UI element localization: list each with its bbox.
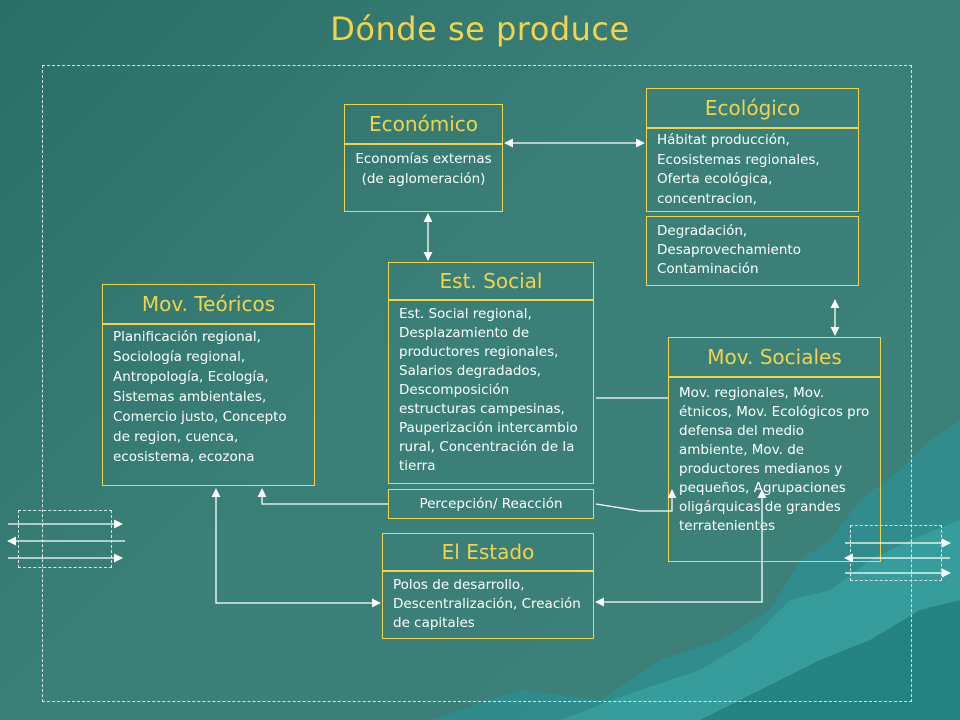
economico-header: Económico [344, 104, 503, 144]
left-side-square [18, 510, 112, 568]
ecologico-box: Hábitat producción, Ecosistemas regional… [646, 128, 859, 212]
est-social-title: Est. Social [439, 269, 543, 293]
est-social-box: Est. Social regional, Desplazamiento de … [388, 300, 594, 484]
ecologico-header: Ecológico [646, 88, 859, 128]
mov-teoricos-title: Mov. Teóricos [141, 292, 276, 316]
economico-box: Economías externas (de aglomeración) [344, 144, 503, 212]
estado-box: Polos de desarrollo, Descentralización, … [382, 571, 594, 639]
ecologico-title: Ecológico [704, 96, 801, 120]
mov-teoricos-box: Planificación regional, Sociología regio… [102, 324, 315, 486]
mov-sociales-text: Mov. regionales, Mov. étnicos, Mov. Ecol… [679, 385, 870, 534]
mov-sociales-title: Mov. Sociales [707, 345, 842, 369]
est-social-text: Est. Social regional, Desplazamiento de … [399, 306, 578, 474]
economico-title: Económico [368, 112, 479, 136]
mov-teoricos-header: Mov. Teóricos [102, 284, 315, 324]
estado-text: Polos de desarrollo, Descentralización, … [393, 577, 581, 631]
ecologico-box-2: Degradación, Desaprovechamiento Contamin… [646, 216, 859, 286]
estado-title: El Estado [441, 540, 535, 564]
page-title: Dónde se produce [330, 10, 630, 48]
ecologico-text-2: Degradación, Desaprovechamiento Contamin… [657, 223, 801, 277]
economico-text: Economías externas (de aglomeración) [355, 151, 492, 187]
mov-sociales-box: Mov. regionales, Mov. étnicos, Mov. Ecol… [668, 377, 881, 562]
percepcion-box: Percepción/ Reacción [388, 489, 594, 519]
ecologico-text: Hábitat producción, Ecosistemas regional… [657, 132, 820, 207]
percepcion-text: Percepción/ Reacción [419, 496, 563, 512]
mov-teoricos-text: Planificación regional, Sociología regio… [113, 329, 287, 465]
mov-sociales-header: Mov. Sociales [668, 337, 881, 377]
estado-header: El Estado [382, 533, 594, 571]
est-social-header: Est. Social [388, 262, 594, 300]
right-side-square [850, 525, 942, 581]
diagram-frame [42, 65, 912, 702]
